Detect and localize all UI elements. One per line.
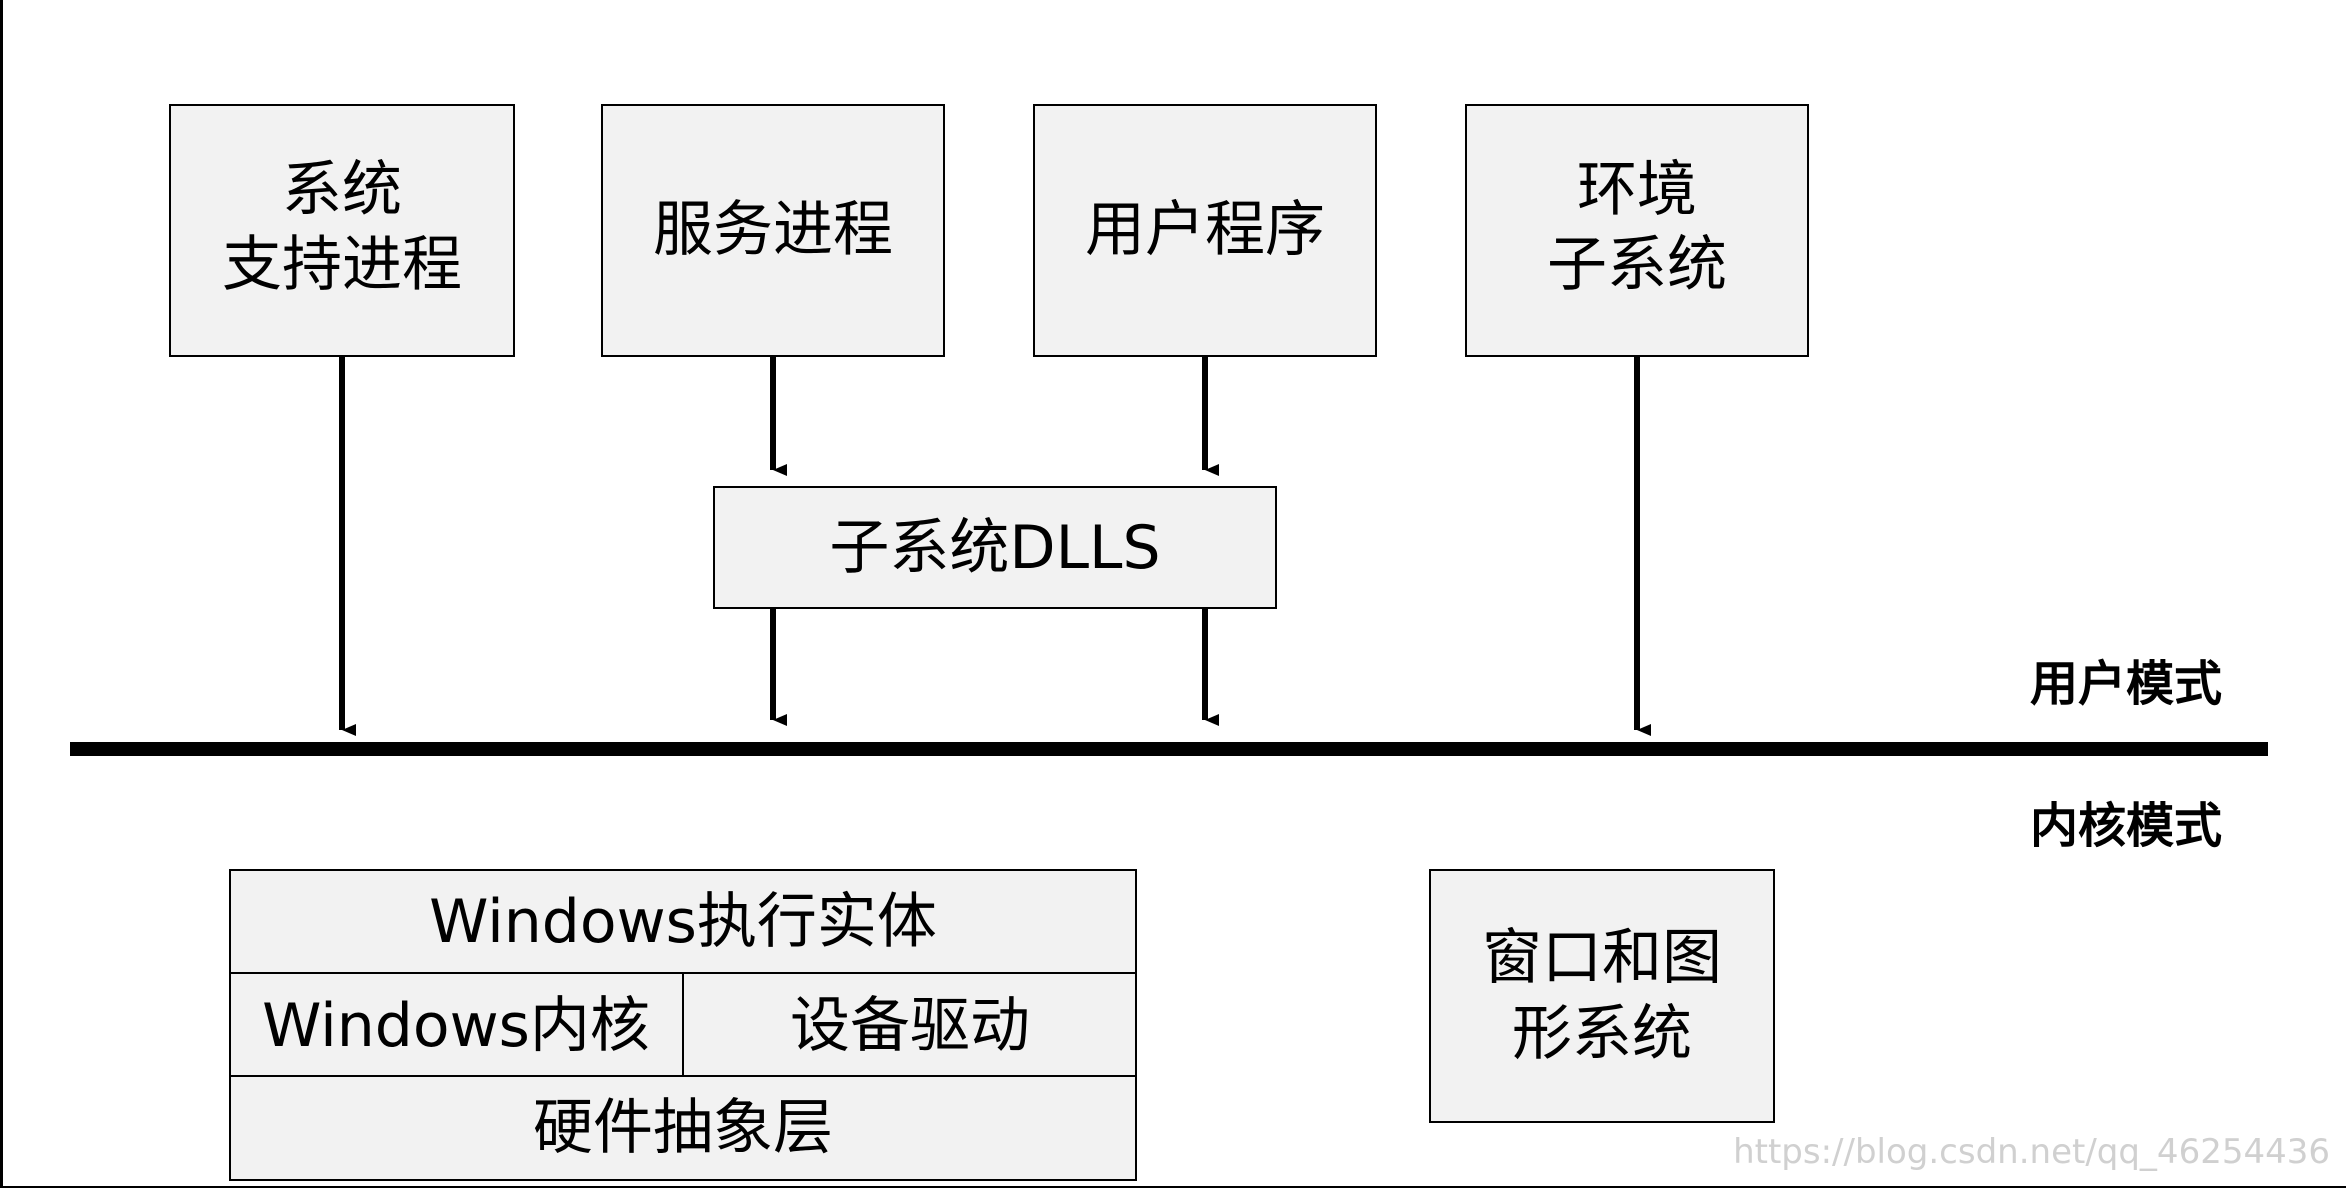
system-support-process-box: 系统 支持进程 [169, 104, 515, 357]
window-graphics-system-box: 窗口和图 形系统 [1429, 869, 1775, 1123]
service-process-box: 服务进程 [601, 104, 945, 357]
system-support-line-1: 系统 [282, 155, 402, 225]
arrows [339, 356, 1651, 736]
subsystem-dlls-label: 子系统DLLS [829, 513, 1160, 583]
user-mode-label: 用户模式 [2030, 658, 2222, 711]
user-program-label: 用户程序 [1085, 195, 1325, 265]
service-process-label: 服务进程 [653, 195, 893, 265]
system-support-line-2: 支持进程 [222, 230, 462, 300]
kernel-stack: Windows执行实体 Windows内核 设备驱动 硬件抽象层 [229, 869, 1137, 1181]
hardware-abstraction-layer-label: 硬件抽象层 [533, 1093, 833, 1163]
kernel-mode-label: 内核模式 [2030, 800, 2222, 853]
windows-executive-label: Windows执行实体 [429, 887, 937, 957]
subsystem-dlls-box: 子系统DLLS [713, 486, 1277, 609]
window-graphics-line-2: 形系统 [1512, 999, 1692, 1069]
environment-subsystem-box: 环境 子系统 [1465, 104, 1809, 357]
windows-kernel-label: Windows内核 [262, 991, 650, 1061]
window-graphics-line-1: 窗口和图 [1482, 923, 1722, 993]
device-drivers-label: 设备驱动 [790, 991, 1030, 1061]
user-program-box: 用户程序 [1033, 104, 1377, 357]
watermark-text: https://blog.csdn.net/qq_46254436 [1733, 1132, 2330, 1172]
mode-boundary-line [70, 742, 2268, 756]
env-subsystem-line-2: 子系统 [1547, 230, 1727, 300]
env-subsystem-line-1: 环境 [1577, 155, 1697, 225]
